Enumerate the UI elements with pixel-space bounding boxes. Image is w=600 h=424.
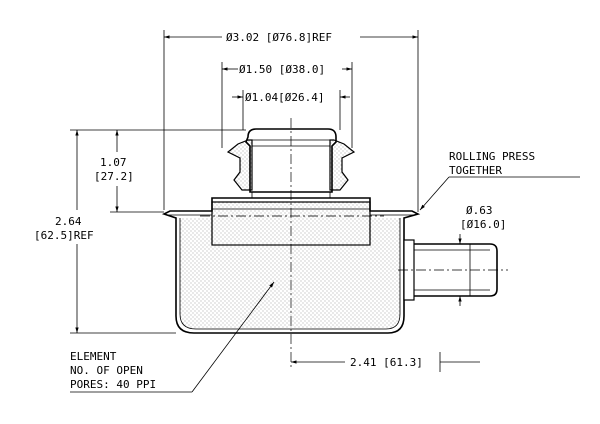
dim-outlet-diameter: Ø.63 [Ø16.0] [458, 204, 506, 306]
outlet-diameter-line2: [Ø16.0] [460, 218, 506, 231]
dim-neck-height: 1.07 [27.2] [94, 129, 246, 213]
element-line1: ELEMENT [70, 350, 117, 363]
outer-diameter-label: Ø3.02 [Ø76.8]REF [226, 31, 332, 44]
overall-height-line2: [62.5]REF [34, 229, 94, 242]
element-line3: PORES: 40 PPI [70, 378, 156, 391]
mid-diameter-label: Ø1.50 [Ø38.0] [239, 63, 325, 76]
element-line2: NO. OF OPEN [70, 364, 143, 377]
dim-outlet-offset: 2.41 [61.3] [291, 352, 480, 372]
overall-height-line1: 2.64 [55, 215, 82, 228]
rolling-press-line2: TOGETHER [449, 164, 502, 177]
note-element: ELEMENT NO. OF OPEN PORES: 40 PPI [70, 281, 275, 393]
inlet-neck [226, 128, 356, 198]
grommet-right [329, 139, 356, 191]
dim-overall-height: 2.64 [62.5]REF [34, 129, 176, 334]
neck-height-line1: 1.07 [100, 156, 127, 169]
note-rolling-press: ROLLING PRESS TOGETHER [419, 150, 580, 211]
housing-body [161, 197, 421, 334]
filter-element-fill [180, 218, 400, 329]
outlet-offset-label: 2.41 [61.3] [350, 356, 423, 369]
outlet-diameter-line1: Ø.63 [466, 204, 493, 217]
neck-height-line2: [27.2] [94, 170, 134, 183]
rolling-press-line1: ROLLING PRESS [449, 150, 535, 163]
dim-inner-diameter: Ø1.04[Ø26.4] [232, 90, 350, 130]
grommet-left [226, 139, 253, 191]
dim-outer-diameter: Ø3.02 [Ø76.8]REF [163, 30, 419, 212]
inner-diameter-label: Ø1.04[Ø26.4] [245, 91, 324, 104]
dim-mid-diameter: Ø1.50 [Ø38.0] [221, 62, 353, 148]
